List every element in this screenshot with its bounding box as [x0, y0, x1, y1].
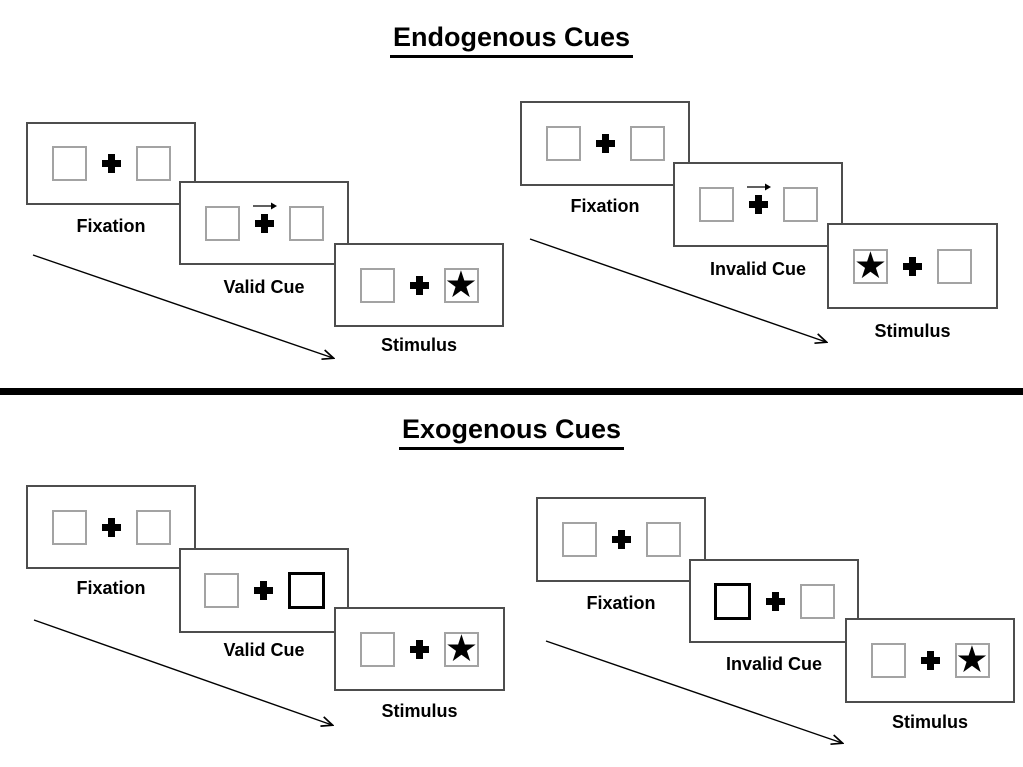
- left-box: ★: [853, 244, 888, 286]
- cue-label: Invalid Cue: [709, 259, 807, 279]
- left-box: [561, 522, 597, 557]
- left-box-highlighted: [713, 582, 751, 620]
- fixation-label: Fixation: [570, 196, 640, 216]
- stimulus-label: Stimulus: [381, 701, 458, 721]
- star-icon: ★: [955, 639, 989, 680]
- fixation-screen: [26, 485, 196, 569]
- fixation-cross-icon: [595, 134, 615, 153]
- fixation-screen: [536, 497, 706, 582]
- right-box: [937, 248, 972, 284]
- fixation-cross-icon: [765, 591, 785, 611]
- endogenous-section-title: Endogenous Cues: [0, 22, 1023, 58]
- fixation-label: Fixation: [586, 593, 656, 613]
- exogenous-section-title: Exogenous Cues: [0, 414, 1023, 450]
- cue-label: Valid Cue: [223, 277, 305, 297]
- invalid-cue-screen: [673, 162, 843, 247]
- star-icon: ★: [444, 263, 478, 305]
- left-box: [698, 187, 734, 222]
- sequence-arrow: [545, 640, 850, 750]
- stimulus-label: Stimulus: [380, 335, 457, 355]
- stimulus-screen: ★: [334, 243, 504, 327]
- left-box: [51, 146, 87, 181]
- fixation-cross-icon: [252, 202, 277, 233]
- right-box: [782, 187, 818, 222]
- fixation-cross-icon: [611, 530, 631, 549]
- left-box: [204, 205, 240, 241]
- right-box: [629, 126, 665, 161]
- fixation-cross-icon: [101, 154, 121, 173]
- right-box: ★: [443, 263, 479, 305]
- stimulus-screen: ★: [334, 607, 505, 691]
- right-box: [645, 522, 681, 557]
- cue-arrow-icon: [746, 183, 771, 191]
- right-box: ★: [954, 639, 990, 680]
- fixation-cross-icon: [409, 275, 429, 295]
- right-box: [135, 146, 171, 181]
- sequence-arrow: [529, 238, 834, 348]
- invalid-cue-screen: [689, 559, 859, 643]
- endogenous-title-text: Endogenous Cues: [389, 22, 633, 58]
- fixation-cross-icon: [903, 256, 922, 276]
- sequence-arrow: [33, 619, 340, 732]
- left-box: [203, 573, 239, 608]
- stimulus-screen: ★: [827, 223, 998, 309]
- fixation-cross-icon: [920, 651, 940, 670]
- left-box: [360, 631, 395, 667]
- fixation-cross-icon: [746, 183, 771, 214]
- fixation-screen: [26, 122, 196, 205]
- star-icon: ★: [853, 244, 888, 286]
- left-box: [545, 126, 581, 161]
- left-box: [359, 267, 395, 303]
- right-box: [288, 205, 324, 241]
- stimulus-label: Stimulus: [874, 321, 951, 341]
- valid-cue-screen: [179, 181, 349, 265]
- stimulus-label: Stimulus: [891, 712, 968, 732]
- right-box: [799, 583, 835, 619]
- fixation-label: Fixation: [76, 578, 146, 598]
- left-box: [51, 509, 87, 545]
- section-divider: [0, 388, 1023, 395]
- fixation-screen: [520, 101, 690, 186]
- sequence-arrow: [32, 254, 342, 366]
- left-box: [870, 643, 906, 678]
- fixation-cross-icon: [253, 581, 273, 600]
- fixation-label: Fixation: [76, 216, 146, 236]
- exogenous-title-text: Exogenous Cues: [398, 414, 625, 450]
- stimulus-screen: ★: [845, 618, 1015, 703]
- fixation-cross-icon: [410, 639, 429, 659]
- valid-cue-screen: [179, 548, 349, 633]
- star-icon: ★: [444, 627, 479, 669]
- right-box: [135, 509, 171, 545]
- cue-arrow-icon: [252, 202, 277, 209]
- cue-label: Invalid Cue: [725, 654, 823, 674]
- fixation-cross-icon: [101, 517, 121, 537]
- right-box-highlighted: [287, 572, 325, 609]
- right-box: ★: [444, 627, 479, 669]
- cue-label: Valid Cue: [223, 640, 305, 660]
